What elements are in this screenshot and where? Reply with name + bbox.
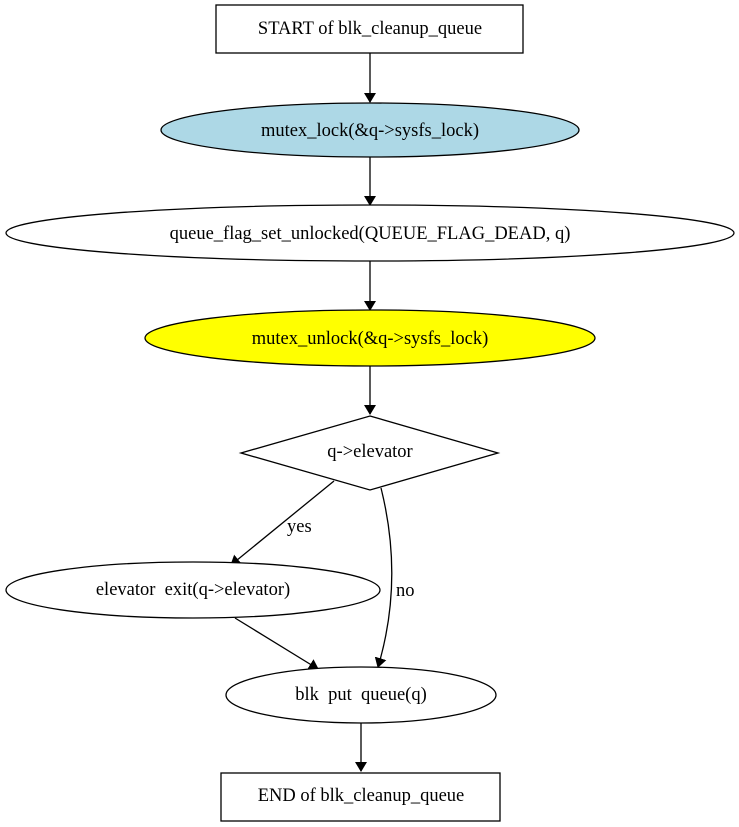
- node-mutex-unlock-label: mutex_unlock(&q->sysfs_lock): [252, 329, 489, 349]
- edge-label-yes: yes: [287, 517, 312, 537]
- node-queue-flag-set-label: queue_flag_set_unlocked(QUEUE_FLAG_DEAD,…: [170, 224, 571, 244]
- node-end-label: END of blk_cleanup_queue: [258, 786, 465, 806]
- edge-elvexit-putq: [234, 617, 319, 670]
- node-mutex-lock[interactable]: mutex_lock(&q->sysfs_lock): [160, 102, 580, 158]
- node-blk-put-queue[interactable]: blk put queue(q): [225, 666, 497, 724]
- edges: [230, 53, 393, 772]
- node-elevator-exit-label: elevator exit(q->elevator): [96, 580, 290, 600]
- node-queue-flag-set[interactable]: queue_flag_set_unlocked(QUEUE_FLAG_DEAD,…: [5, 204, 735, 262]
- edge-cond-putq: [374, 487, 393, 668]
- node-elevator-exit[interactable]: elevator exit(q->elevator): [5, 561, 381, 619]
- node-mutex-unlock[interactable]: mutex_unlock(&q->sysfs_lock): [144, 309, 596, 367]
- node-mutex-lock-label: mutex_lock(&q->sysfs_lock): [261, 121, 479, 141]
- node-condition-elevator[interactable]: q->elevator: [238, 415, 501, 491]
- edge-label-no: no: [396, 581, 415, 601]
- node-start-label: START of blk_cleanup_queue: [258, 19, 482, 39]
- node-start[interactable]: START of blk_cleanup_queue: [215, 4, 524, 54]
- node-blk-put-queue-label: blk put queue(q): [295, 685, 427, 705]
- node-end[interactable]: END of blk_cleanup_queue: [220, 772, 501, 822]
- edge-cond-elvexit: [230, 480, 335, 566]
- node-condition-elevator-label: q->elevator: [327, 442, 412, 462]
